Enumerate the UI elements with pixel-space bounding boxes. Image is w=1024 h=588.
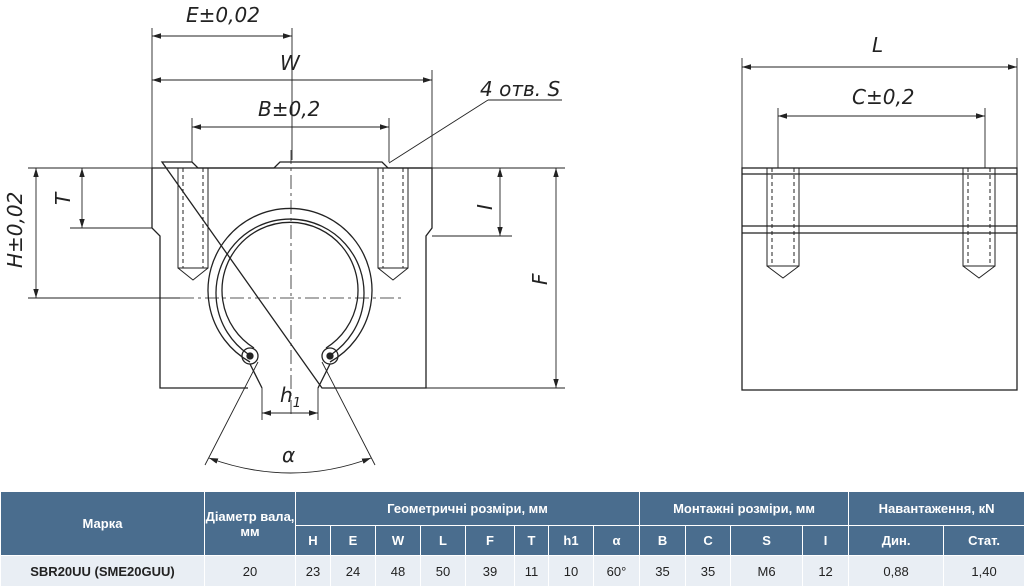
cell-diameter: 20 bbox=[204, 555, 296, 587]
dim-l-label: L bbox=[872, 33, 883, 57]
subheader-f: F bbox=[465, 525, 515, 556]
header-geometry: Геометричні розміри, мм bbox=[294, 491, 641, 526]
specification-table: Марка Діаметр вала, мм Геометричні розмі… bbox=[0, 491, 1024, 587]
side-view bbox=[741, 58, 1018, 391]
cell-alpha: 60° bbox=[592, 555, 641, 587]
left-mounting-hole bbox=[177, 167, 209, 281]
subheader-static: Стат. bbox=[943, 525, 1024, 556]
cell-t: 11 bbox=[514, 555, 549, 587]
cell-h: 23 bbox=[295, 555, 331, 587]
subheader-alpha: α bbox=[592, 525, 641, 556]
table-header-row: Марка Діаметр вала, мм Геометричні розмі… bbox=[0, 491, 1024, 556]
subheader-i: I bbox=[802, 525, 850, 556]
subheader-t: T bbox=[514, 525, 549, 556]
cell-static: 1,40 bbox=[943, 555, 1024, 587]
header-diameter: Діаметр вала, мм bbox=[204, 491, 296, 556]
side-hole-right bbox=[962, 167, 996, 279]
cell-l: 50 bbox=[420, 555, 466, 587]
angle-alpha-label: α bbox=[282, 443, 295, 467]
header-model: Марка bbox=[0, 491, 205, 556]
cell-b: 35 bbox=[639, 555, 687, 587]
cell-w: 48 bbox=[375, 555, 421, 587]
cell-c: 35 bbox=[685, 555, 732, 587]
subheader-dynamic: Дин. bbox=[848, 525, 945, 556]
dim-w-label: W bbox=[280, 51, 301, 75]
subheader-w: W bbox=[375, 525, 421, 556]
cell-s: M6 bbox=[730, 555, 804, 587]
cell-e: 24 bbox=[330, 555, 376, 587]
dim-t-label: T bbox=[51, 191, 75, 205]
technical-drawing: E±0,02 W B±0,2 4 отв. S H±0,02 T I F h1 … bbox=[3, 3, 1018, 474]
cell-model: SBR20UU (SME20GUU) bbox=[0, 555, 205, 587]
holes-label: 4 отв. S bbox=[480, 77, 560, 101]
dim-i-label: I bbox=[473, 204, 497, 210]
table-row: SBR20UU (SME20GUU) 20 23 24 48 50 39 11 … bbox=[0, 555, 1024, 587]
header-load: Навантаження, кN bbox=[848, 491, 1024, 526]
front-view bbox=[28, 28, 565, 474]
subheader-b: B bbox=[639, 525, 687, 556]
subheader-e: E bbox=[330, 525, 376, 556]
subheader-h1: h1 bbox=[548, 525, 594, 556]
subheader-l: L bbox=[420, 525, 466, 556]
side-hole-left bbox=[766, 167, 800, 279]
dim-f-label: F bbox=[528, 273, 552, 285]
subheader-h: H bbox=[295, 525, 331, 556]
header-mounting: Монтажні розміри, мм bbox=[639, 491, 850, 526]
dim-c-label: C±0,2 bbox=[852, 85, 915, 109]
dim-h1-label: h1 bbox=[280, 383, 301, 411]
dim-e-label: E±0,02 bbox=[186, 3, 260, 27]
cell-f: 39 bbox=[465, 555, 515, 587]
side-outline bbox=[741, 167, 1018, 391]
subheader-s: S bbox=[730, 525, 804, 556]
cell-h1: 10 bbox=[548, 555, 594, 587]
cell-i: 12 bbox=[802, 555, 850, 587]
dim-b-label: B±0,2 bbox=[258, 97, 320, 121]
subheader-c: C bbox=[685, 525, 732, 556]
dim-h-label: H±0,02 bbox=[3, 192, 27, 268]
table-subheader-row: H E W L F T h1 α B C S I Дин. Стат. bbox=[1, 525, 1024, 556]
housing-outline bbox=[151, 161, 433, 389]
bearing-rings bbox=[207, 207, 373, 389]
cell-dynamic: 0,88 bbox=[848, 555, 945, 587]
right-mounting-hole bbox=[377, 167, 409, 281]
